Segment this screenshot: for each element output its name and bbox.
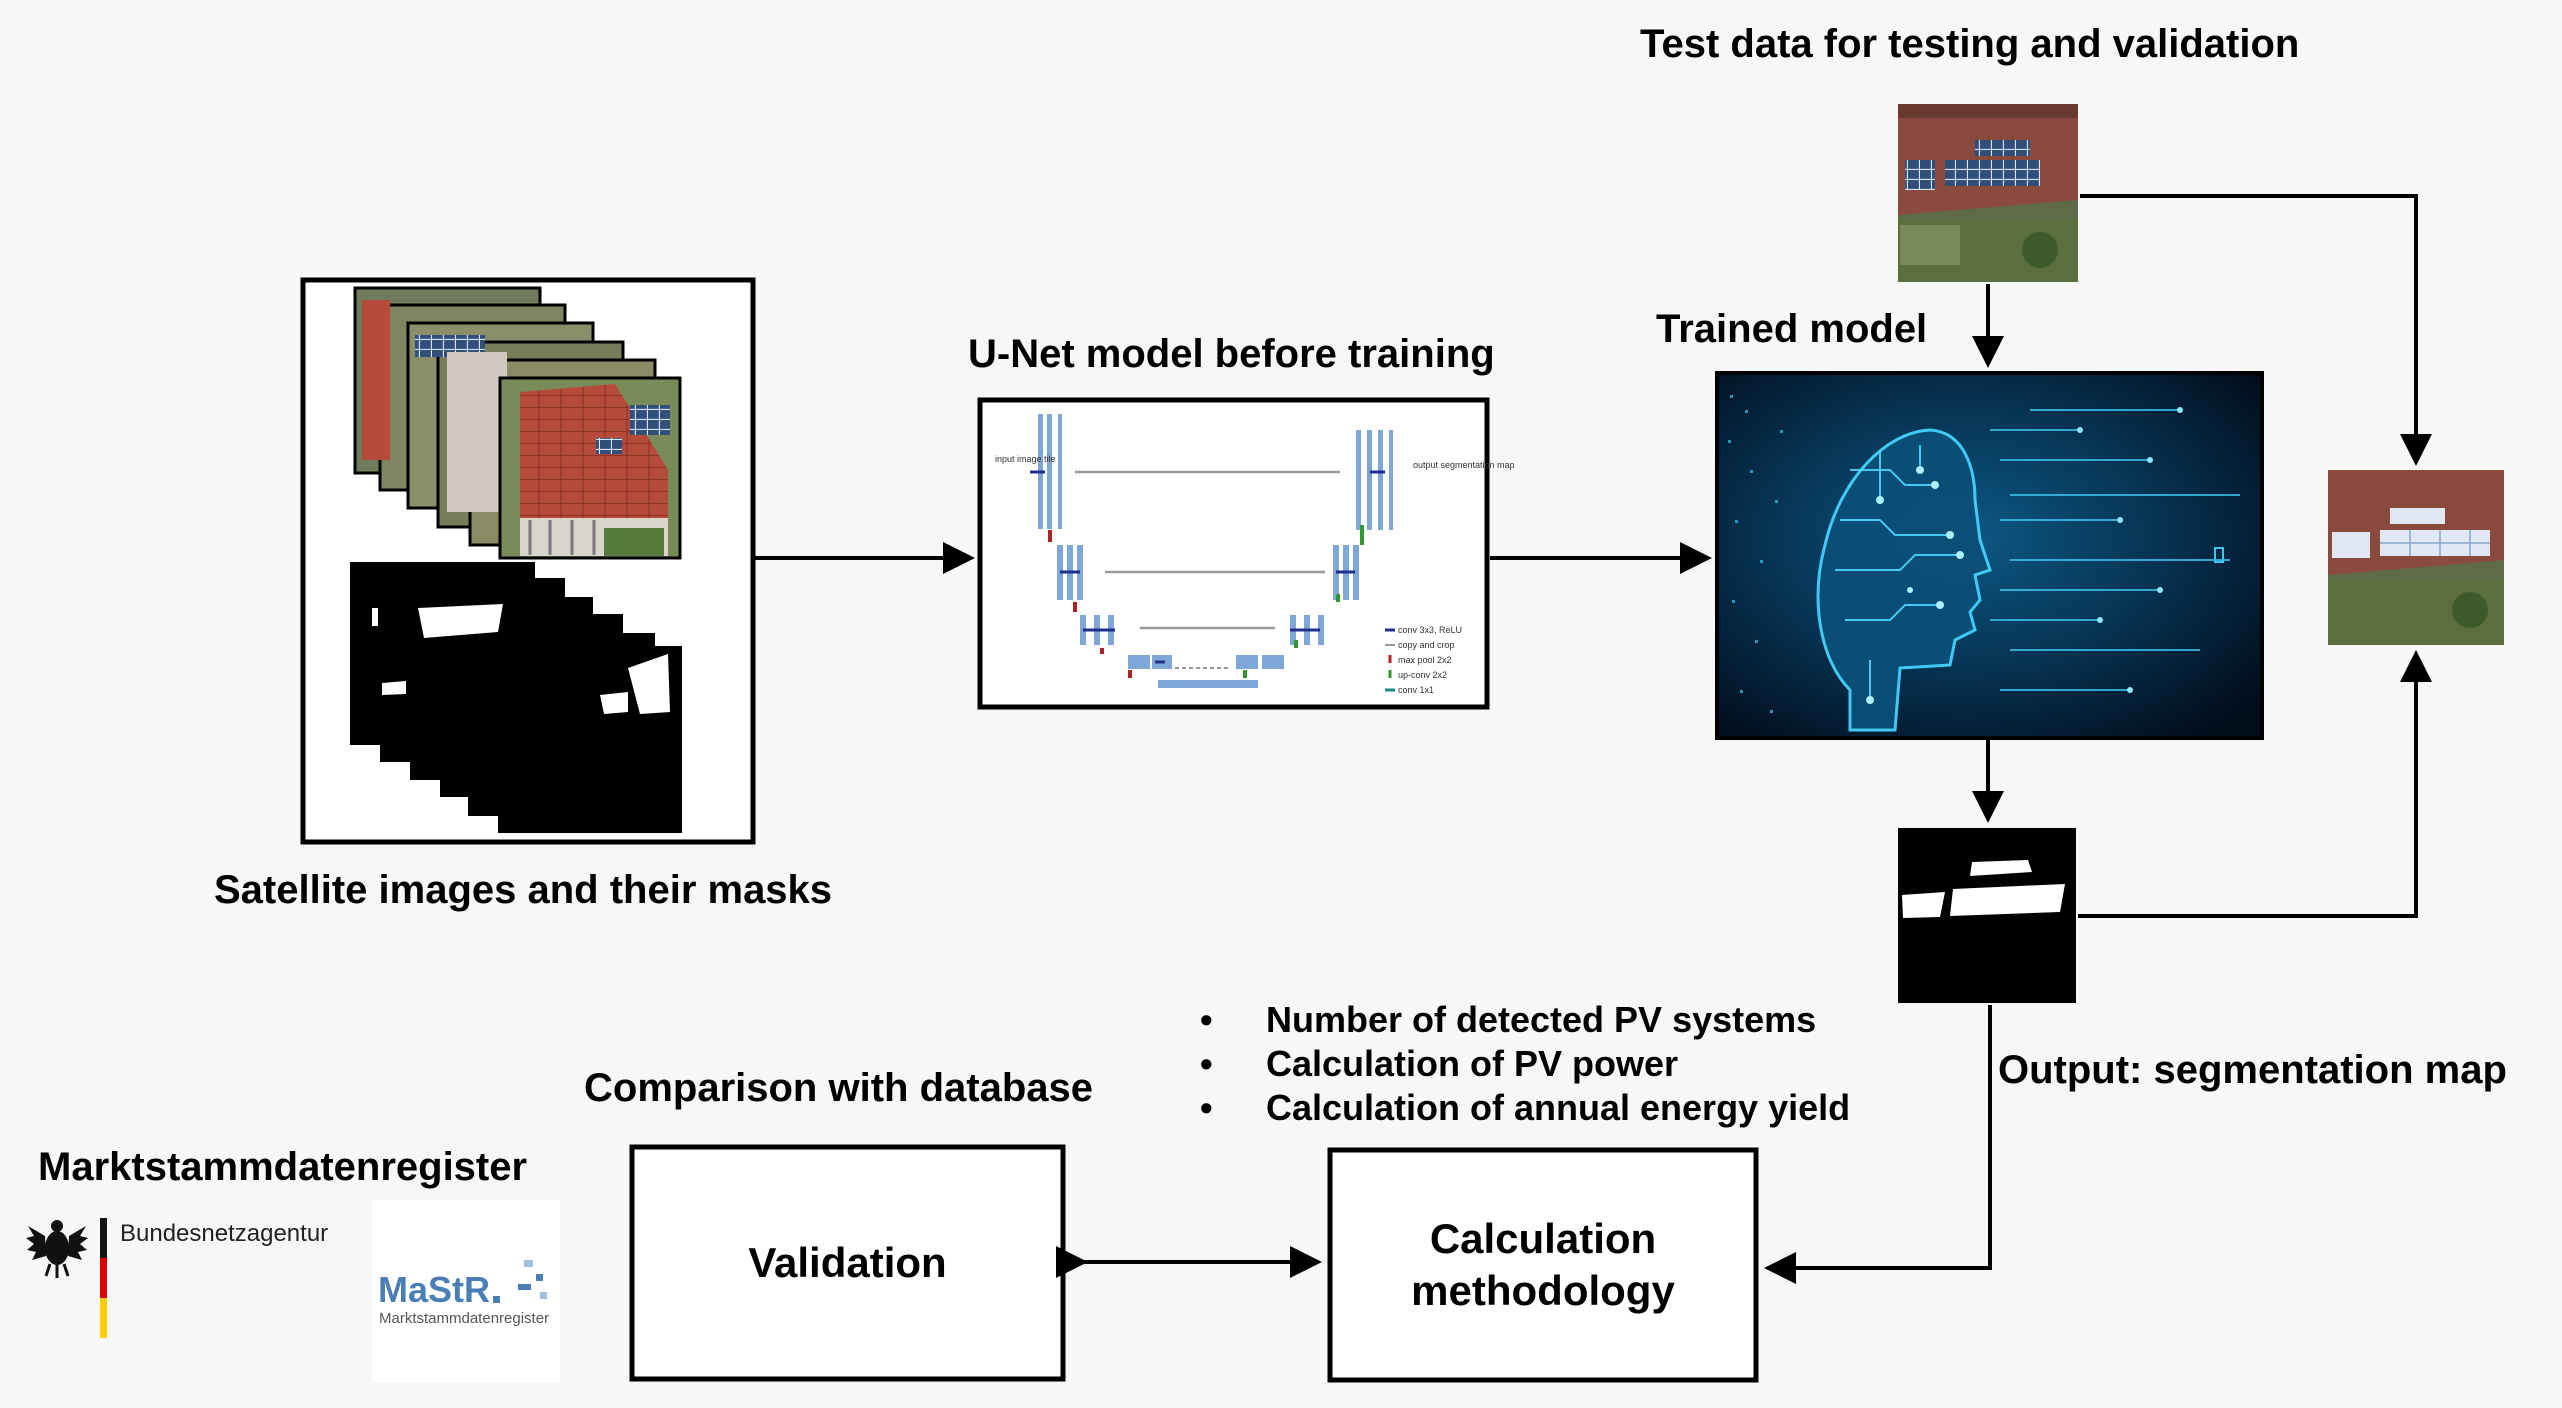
calculation-label-line2: methodology [1411,1267,1675,1314]
satellite-images-panel [300,277,756,845]
comparison-label: Comparison with database [584,1066,1093,1110]
test-data-label: Test data for testing and validation [1640,22,2300,66]
unet-legend-conv: conv 3x3, ReLU [1398,625,1462,635]
satellite-image-stack [353,286,682,560]
unet-diagram: conv 3x3, ReLU copy and crop max pool 2x… [977,397,1515,710]
unet-title-label: U-Net model before training [968,332,1495,376]
arrow-segmentation-to-calculation [1764,1005,1992,1284]
validation-label: Validation [748,1238,947,1286]
unet-legend-upconv: up-conv 2x2 [1398,670,1447,680]
mask-stack [350,562,682,833]
flag-gold-stripe [100,1298,107,1338]
test-image [1898,104,2078,282]
trained-model-label: Trained model [1656,307,1928,351]
calculation-box-frame [1327,1147,1759,1383]
flag-red-stripe [100,1258,107,1298]
mastr-title-label: Marktstammdatenregister [38,1145,528,1189]
calculation-bullet-list: Number of detected PV systems Calculatio… [1200,998,1850,1130]
flow-arrows [755,194,2432,1284]
unet-output-label: output segmentation map [1413,460,1515,470]
unet-legend-maxpool: max pool 2x2 [1398,655,1452,665]
bullet-item: Number of detected PV systems [1200,998,1850,1042]
overlay-result-image [2328,470,2504,645]
bullet-item: Calculation of annual energy yield [1200,1086,1850,1130]
flag-black-stripe [100,1218,107,1258]
calculation-label-line1: Calculation [1429,1214,1657,1262]
calculation-methodology-box: Calculation methodology [1330,1150,1756,1380]
satellite-label: Satellite images and their masks [214,868,833,912]
bullet-item: Calculation of PV power [1200,1042,1850,1086]
arrow-segmentation-to-overlay [2078,650,2432,918]
trained-model-image [1715,371,2264,740]
unet-input-label: input image tile [995,454,1056,464]
unet-legend-copy: copy and crop [1398,640,1455,650]
mastr-logo: MaStR Marktstammdatenregister [372,1200,560,1382]
mastr-logo-subtext: Marktstammdatenregister [379,1310,549,1327]
bnetza-logo-text: Bundesnetzagentur [120,1220,328,1247]
validation-box: Validation [632,1147,1063,1379]
segmentation-map [1898,828,2076,1003]
unet-legend: conv 3x3, ReLU copy and crop max pool 2x… [1385,625,1462,695]
output-segmentation-label: Output: segmentation map [1998,1048,2507,1092]
mastr-logo-text: MaStR [378,1269,490,1310]
federal-eagle-icon [26,1220,88,1278]
unet-legend-conv1x1: conv 1x1 [1398,685,1434,695]
bundesnetzagentur-logo: Bundesnetzagentur [26,1218,328,1338]
arrow-test-to-overlay [2080,194,2432,466]
